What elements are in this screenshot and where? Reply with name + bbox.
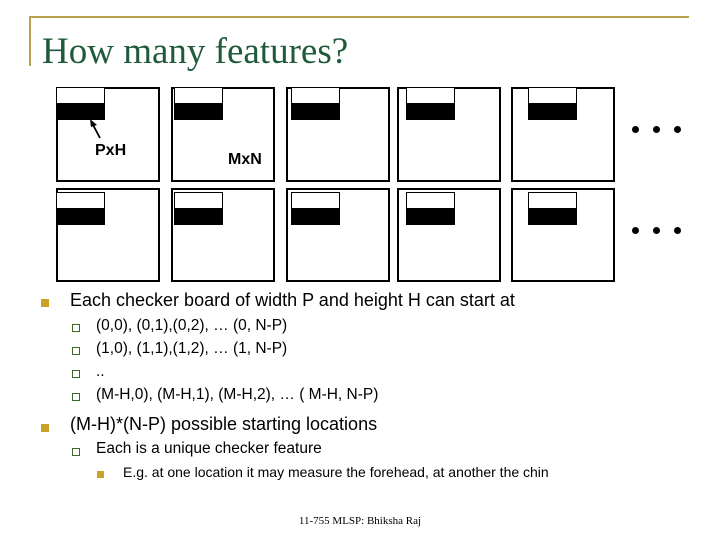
sub-bullet-text: .. xyxy=(96,363,105,380)
bullet-hollow-square-icon xyxy=(72,448,80,456)
bullet-hollow-square-icon xyxy=(72,393,80,401)
checker-board-r2-1 xyxy=(56,188,160,282)
checker-window-dark-half xyxy=(292,208,339,224)
checker-board-r1-1 xyxy=(56,87,160,182)
checker-window xyxy=(528,87,577,120)
checker-board-r2-5 xyxy=(511,188,615,282)
bullet-square-icon xyxy=(41,299,49,307)
checker-board-r1-4 xyxy=(397,87,501,182)
sub-bullet-text: (0,0), (0,1),(0,2), … (0, N-P) xyxy=(96,317,288,334)
checker-window xyxy=(174,192,223,225)
dot-icon xyxy=(653,126,660,133)
checker-window xyxy=(406,87,455,120)
dot-icon xyxy=(632,227,639,234)
bullet-hollow-square-icon xyxy=(72,370,80,378)
continuation-dots-row1 xyxy=(632,126,681,133)
sub-bullet-text: (1,0), (1,1),(1,2), … (1, N-P) xyxy=(96,340,288,357)
checker-window-dark-half xyxy=(175,103,222,119)
checker-window xyxy=(56,87,105,120)
dot-icon xyxy=(674,227,681,234)
title-rule-left xyxy=(29,16,31,66)
checker-window-dark-half xyxy=(529,208,576,224)
continuation-dots-row2 xyxy=(632,227,681,234)
slide-title: How many features? xyxy=(42,31,349,72)
title-rule-top xyxy=(29,16,689,18)
checker-window-dark-half xyxy=(57,208,104,224)
sub-bullet-text: Each is a unique checker feature xyxy=(96,440,322,457)
arrow-icon xyxy=(90,119,101,139)
checker-window-dark-half xyxy=(175,208,222,224)
bullet-hollow-square-icon xyxy=(72,324,80,332)
bullet-square-icon xyxy=(41,424,49,432)
checker-window xyxy=(528,192,577,225)
checker-window-dark-half xyxy=(292,103,339,119)
checker-board-r1-2 xyxy=(171,87,275,182)
checker-board-r2-3 xyxy=(286,188,390,282)
checker-window xyxy=(291,87,340,120)
checker-window xyxy=(174,87,223,120)
checker-board-r1-5 xyxy=(511,87,615,182)
checker-window-dark-half xyxy=(407,103,454,119)
checker-board-r1-3 xyxy=(286,87,390,182)
slide-footer: 11-755 MLSP: Bhiksha Raj xyxy=(298,515,422,527)
dot-icon xyxy=(653,227,660,234)
checker-board-r2-2 xyxy=(171,188,275,282)
checker-board-r2-4 xyxy=(397,188,501,282)
sub-sub-bullet-text: E.g. at one location it may measure the … xyxy=(123,464,549,480)
bullet-text: (M-H)*(N-P) possible starting locations xyxy=(70,414,378,434)
checker-window-dark-half xyxy=(57,103,104,119)
bullet-square-icon xyxy=(97,471,104,478)
window-size-label: PxH xyxy=(95,142,127,159)
dot-icon xyxy=(632,126,639,133)
checker-window xyxy=(406,192,455,225)
bullet-hollow-square-icon xyxy=(72,347,80,355)
checker-window-dark-half xyxy=(529,103,576,119)
sub-bullet-text: (M-H,0), (M-H,1), (M-H,2), … ( M-H, N-P) xyxy=(96,386,379,403)
checker-window xyxy=(291,192,340,225)
bullet-text: Each checker board of width P and height… xyxy=(70,290,515,310)
dot-icon xyxy=(674,126,681,133)
checker-window-dark-half xyxy=(407,208,454,224)
board-size-label: MxN xyxy=(228,151,262,168)
checker-window xyxy=(56,192,105,225)
